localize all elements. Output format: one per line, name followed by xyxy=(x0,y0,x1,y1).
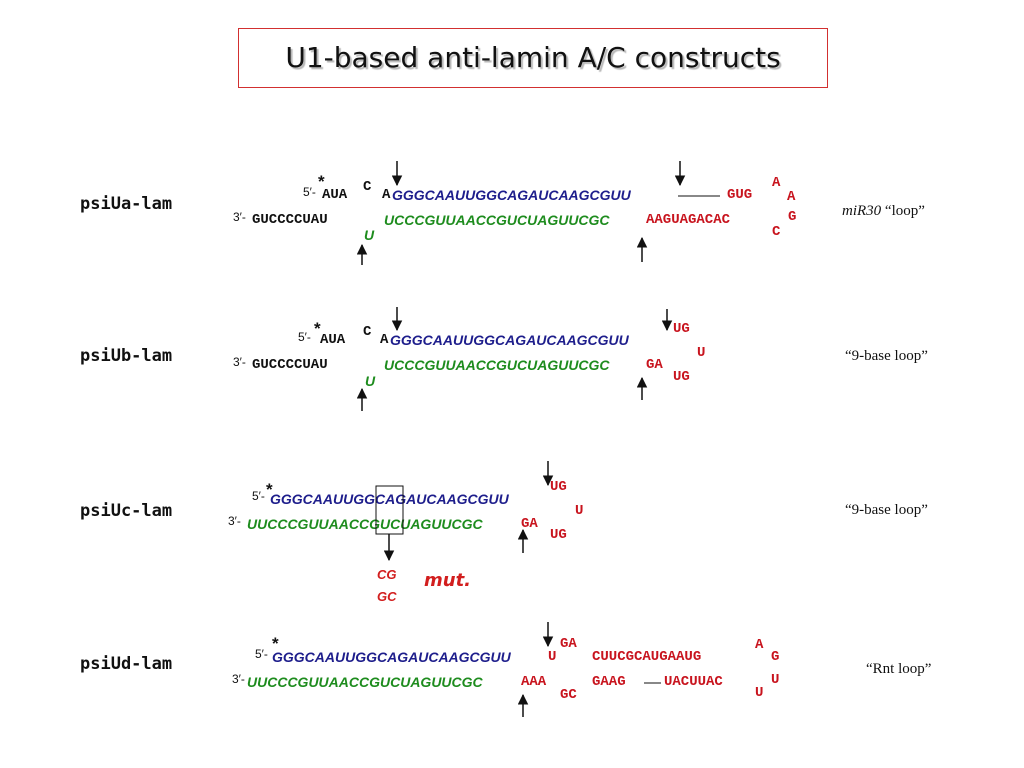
bottom-strand-red: AAGUAGACAC xyxy=(646,212,731,228)
top-prefix: AUA xyxy=(322,187,348,203)
top-strand-red: CUUCGCAUGAAUG xyxy=(592,649,702,665)
construct-name: psiUd-lam xyxy=(80,654,173,674)
title-box: U1-based anti-lamin A/C constructs xyxy=(238,28,828,88)
star-marker: * xyxy=(318,172,325,191)
loop-base-a: A xyxy=(755,637,764,653)
loop-caption: miR30 “loop” xyxy=(842,204,925,219)
loop-base-a2: A xyxy=(787,189,796,205)
loop-top: UG xyxy=(550,479,567,495)
top-bulge: GA xyxy=(560,636,577,652)
page-title: U1-based anti-lamin A/C constructs xyxy=(285,41,781,74)
mutation-label: mut. xyxy=(424,570,472,591)
top-a: A xyxy=(382,187,391,203)
loop-bottom: UG xyxy=(550,527,567,543)
three-prime-label: 3′- xyxy=(232,672,245,686)
bottom-strand-green: UUCCCGUUAACCGUCUAGUUCGC xyxy=(247,674,483,690)
loop-caption: “Rnt loop” xyxy=(866,661,932,677)
bottom-strand-green: UCCCGUUAACCGUCUAGUUCGC xyxy=(384,212,610,228)
loop-base-u1: U xyxy=(771,672,780,688)
star-marker: * xyxy=(266,480,273,499)
loop-base-a1: A xyxy=(772,175,781,191)
star-marker: * xyxy=(272,634,279,653)
bottom-strand-green: UUCCCGUUAACCGUCUAGUUCGC xyxy=(247,516,483,532)
bottom-bulge: U xyxy=(364,227,375,243)
bottom-strand-red3: UACUUAC xyxy=(664,674,723,690)
five-prime-label: 5′- xyxy=(298,330,311,344)
five-prime-label: 5′- xyxy=(303,185,316,199)
loop-mid: U xyxy=(697,345,706,361)
three-prime-label: 3′- xyxy=(233,210,246,224)
top-strand-blue: GGGCAAUUGGCAGAUCAAGCGUU xyxy=(272,649,511,665)
bottom-strand-green: UCCCGUUAACCGUCUAGUUCGC xyxy=(384,357,610,373)
loop-base-u2: U xyxy=(755,685,764,701)
bottom-strand-black: GUCCCCUAU xyxy=(252,212,328,228)
top-a: A xyxy=(380,332,389,348)
loop-caption: “9-base loop” xyxy=(845,348,928,364)
bottom-strand-red2: GAAG xyxy=(592,674,626,690)
top-bulge: C xyxy=(363,179,372,195)
top-strand-blue: GGGCAAUUGGCAGAUCAAGCGUU xyxy=(392,187,631,203)
bottom-strand-red: AAA xyxy=(521,674,547,690)
caption-italic: miR30 xyxy=(842,203,882,219)
bottom-bulge: U xyxy=(365,373,376,389)
loop-bottom: UG xyxy=(673,369,690,385)
mutation-box xyxy=(375,485,404,535)
construct-name: psiUa-lam xyxy=(80,194,173,214)
bottom-bulge: GC xyxy=(560,687,577,703)
top-prefix: AUA xyxy=(320,332,346,348)
loop-top: UG xyxy=(673,321,690,337)
caption-rest: “loop” xyxy=(881,203,925,219)
bottom-strand-red: GA xyxy=(521,516,538,532)
top-strand-blue: GGGCAAUUGGCAGAUCAAGCGUU xyxy=(270,491,509,507)
top-strand-red-u: U xyxy=(548,649,557,665)
bottom-strand-black: GUCCCCUAU xyxy=(252,357,328,373)
top-strand-blue: GGGCAAUUGGCAGAUCAAGCGUU xyxy=(390,332,629,348)
loop-caption: “9-base loop” xyxy=(845,502,928,518)
loop-base-c: C xyxy=(772,224,781,240)
top-bulge: C xyxy=(363,324,372,340)
three-prime-label: 3′- xyxy=(233,355,246,369)
construct-name: psiUc-lam xyxy=(80,501,173,521)
five-prime-label: 5′- xyxy=(252,489,265,503)
loop-base-g: G xyxy=(788,209,797,225)
loop-mid: U xyxy=(575,503,584,519)
loop-base-g: G xyxy=(771,649,780,665)
star-marker: * xyxy=(314,319,321,338)
top-strand-red: GUG xyxy=(727,187,753,203)
construct-name: psiUb-lam xyxy=(80,346,173,366)
bottom-strand-red: GA xyxy=(646,357,663,373)
mutation-seq-top: CG xyxy=(377,567,397,582)
three-prime-label: 3′- xyxy=(228,514,241,528)
mutation-seq-bottom: GC xyxy=(377,589,397,604)
five-prime-label: 5′- xyxy=(255,647,268,661)
